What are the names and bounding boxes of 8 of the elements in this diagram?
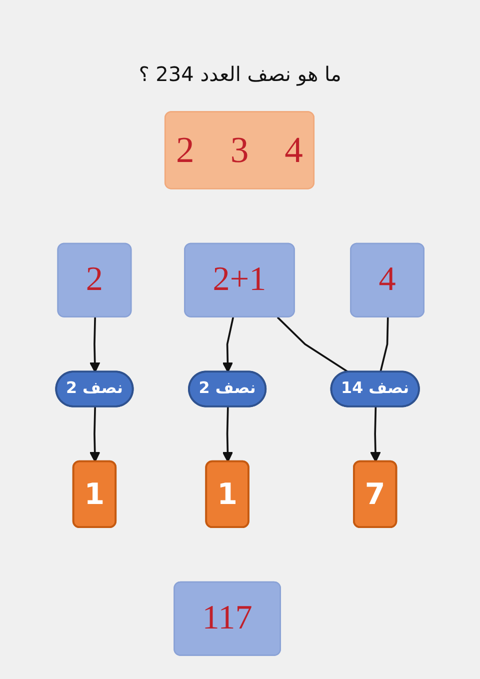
- arrow: [222, 406, 234, 462]
- arrow: [90, 406, 100, 462]
- arrow: [90, 317, 100, 373]
- question-title: ما هو نصف العدد 234 ؟: [138, 62, 342, 86]
- arrow: [222, 317, 234, 373]
- connector: [276, 316, 350, 373]
- connector: [380, 317, 389, 372]
- arrow: [370, 406, 381, 462]
